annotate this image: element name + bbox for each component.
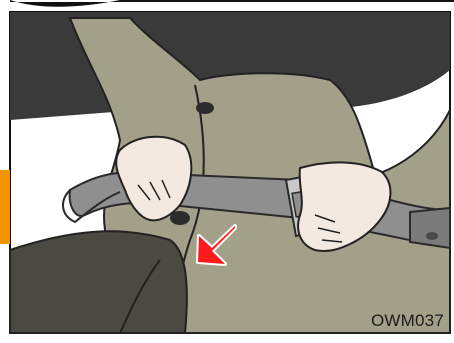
seat	[10, 231, 187, 333]
hip-marker	[170, 211, 190, 225]
button	[196, 102, 214, 114]
cropped-heading-remnant	[10, 0, 454, 7]
belt-buckle-end	[410, 208, 450, 248]
orange-tab	[0, 170, 10, 244]
figure-code: OWM037	[371, 311, 444, 331]
buckle-hole	[426, 232, 438, 240]
